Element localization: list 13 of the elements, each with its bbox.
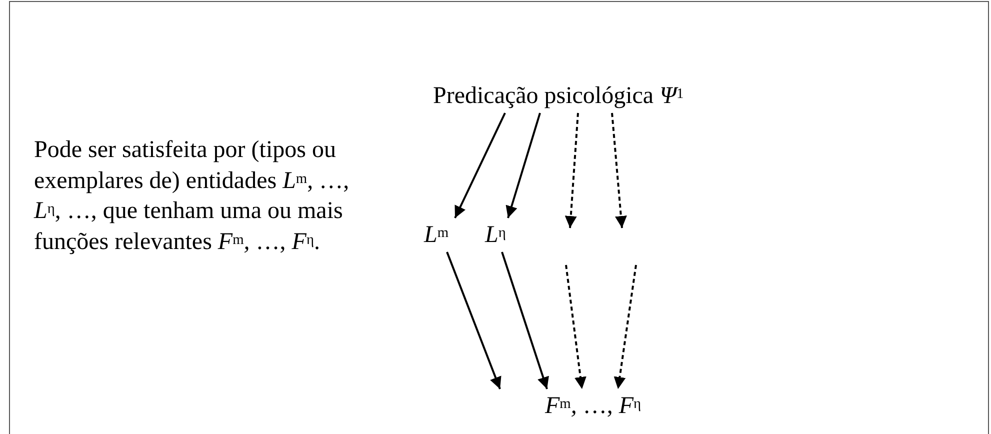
arrow bbox=[614, 264, 637, 390]
arrow bbox=[454, 112, 506, 218]
variable-text: L$^{η}$ bbox=[485, 221, 506, 249]
arrow bbox=[446, 252, 502, 390]
arrow bbox=[506, 112, 541, 218]
note-paragraph: Pode ser satisfeita por (tipos ou exemplares de) entidades L$^{m}$, …, L$^{η}$, …, que tenham uma ou mais funções relevantes F$^{m}$, …, F$^{η}$. bbox=[34, 136, 350, 256]
arrow bbox=[565, 264, 586, 390]
arrow bbox=[611, 112, 627, 228]
variable-text: L$^{m}$ bbox=[424, 221, 449, 249]
variable-text: F$^{m}$, …, F$^{η}$ bbox=[545, 392, 642, 420]
arrow bbox=[564, 112, 579, 228]
heading-text: Predicação psicológica Ψ$^{1}$ bbox=[433, 82, 684, 110]
arrow bbox=[501, 252, 549, 390]
